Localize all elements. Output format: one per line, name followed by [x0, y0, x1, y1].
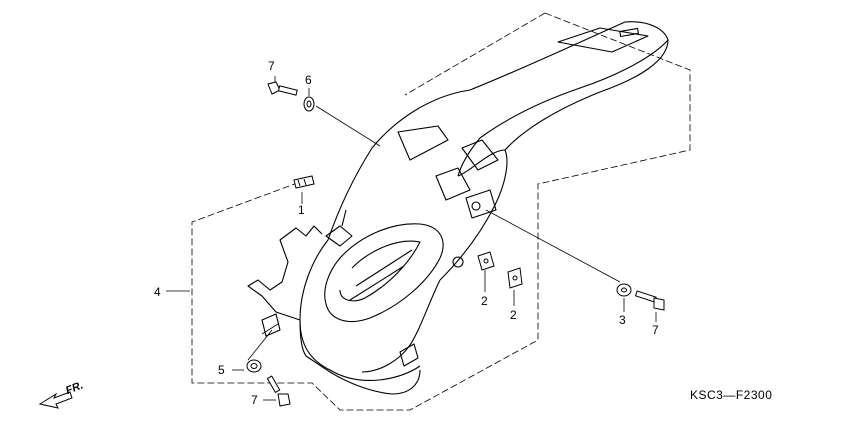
callout-6: 6 [305, 73, 312, 87]
assembly-boundary [191, 12, 691, 411]
washer-icon [616, 283, 632, 297]
callout-1: 1 [298, 203, 305, 217]
washer-icon [303, 96, 315, 112]
callout-2-right: 2 [510, 308, 517, 322]
callout-7-top: 7 [268, 59, 275, 73]
front-arrow-icon [38, 391, 73, 409]
callout-3: 3 [619, 313, 626, 327]
callout-7-right: 7 [652, 323, 659, 337]
callout-2-left: 2 [481, 294, 488, 308]
rubber-pad-icon [293, 175, 315, 189]
collar-icon [246, 359, 262, 373]
diagram-code: KSC3—F2300 [690, 388, 773, 402]
clip-nut-icon [477, 251, 523, 289]
callout-5: 5 [218, 363, 225, 377]
flange-bolt-icon [266, 375, 291, 407]
leader-lines [166, 76, 657, 401]
flange-bolt-icon [267, 81, 298, 96]
callout-7-bottom: 7 [251, 393, 258, 407]
callout-4: 4 [154, 285, 161, 299]
flange-bolt-icon [634, 290, 665, 311]
rear-fender-icon [247, 21, 669, 395]
